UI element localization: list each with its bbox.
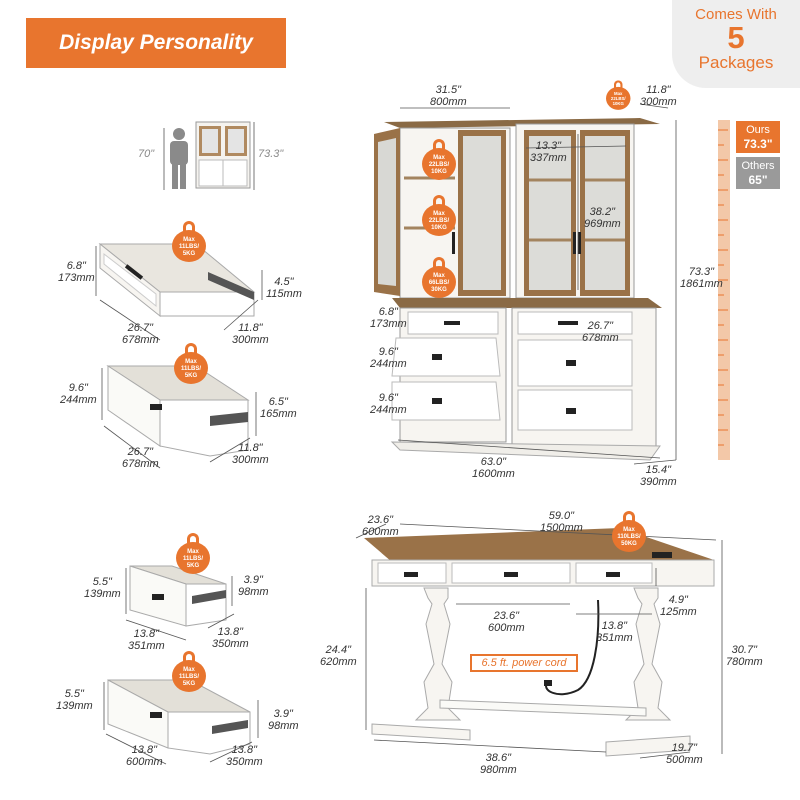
drawer-1-width-dim: 26.7"678mm — [122, 322, 159, 346]
others-value: 65" — [748, 173, 768, 187]
desk-side-drawer-dim: 13.8"351mm — [596, 620, 633, 644]
hutch-drawer-top-dim: 6.8"173mm — [370, 306, 407, 330]
drawer-1-depth-dim: 11.8"300mm — [232, 322, 269, 346]
ours-height-tag: Ours 73.3" — [736, 121, 780, 153]
display-personality-banner: Display Personality — [26, 18, 286, 68]
others-height-tag: Others 65" — [736, 157, 780, 189]
drawer-4-illustration — [107, 679, 251, 755]
packages-count: 5 — [727, 20, 745, 55]
drawer-2-width-dim: 26.7"678mm — [122, 446, 159, 470]
drawer-3-width-dim: 13.8"351mm — [128, 628, 165, 652]
hutch-depth-dim: 11.8"300mm — [640, 84, 677, 108]
drawer-4-width-dim: 13.8"600mm — [126, 744, 163, 768]
packages-line3: Packages — [698, 53, 774, 72]
drawer-3-depth-dim: 13.8"350mm — [212, 626, 249, 650]
desk-center-drawer-dim: 23.6"600mm — [488, 610, 525, 634]
hutch-drawer-width-dim: 26.7"678mm — [582, 320, 619, 344]
drawer-4-depth-dim: 13.8"350mm — [226, 744, 263, 768]
hutch-base-width-dim: 63.0"1600mm — [472, 456, 515, 480]
hutch-base-depth-dim: 15.4"390mm — [640, 464, 677, 488]
mini-cabinet-icon — [195, 121, 251, 189]
drawer-4-height-dim: 5.5"139mm — [56, 688, 93, 712]
desk-width-dim: 59.0"1500mm — [540, 510, 583, 534]
person-silhouette-icon — [170, 128, 188, 189]
hutch-total-height-dim: 73.3"1861mm — [680, 266, 723, 290]
desk-drawer-height-dim: 4.9"125mm — [660, 594, 697, 618]
drawer-2-depth-dim: 11.8"300mm — [232, 442, 269, 466]
drawer-3-side-dim: 3.9"98mm — [238, 574, 269, 598]
drawer-1-height-dim: 6.8"173mm — [58, 260, 95, 284]
packages-callout: Comes With 5 Packages — [672, 0, 800, 88]
others-label: Others — [741, 160, 775, 172]
packages-line1: Comes With — [695, 6, 777, 23]
ours-value: 73.3" — [743, 137, 773, 151]
hutch-door-height-dim: 38.2"969mm — [584, 206, 621, 230]
hutch-drawer-bottom-dim: 9.6"244mm — [370, 392, 407, 416]
hutch-width-dim: 31.5"800mm — [430, 84, 467, 108]
drawer-4-side-dim: 3.9"98mm — [268, 708, 299, 732]
drawer-2-height-dim: 9.6"244mm — [60, 382, 97, 406]
drawer-1-illustration — [98, 242, 256, 318]
desk-base-depth-dim: 19.7"500mm — [666, 742, 703, 766]
desk-illustration — [364, 528, 715, 757]
hutch-drawer-mid-dim: 9.6"244mm — [370, 346, 407, 370]
furniture-height-label: 73.3" — [258, 148, 284, 160]
drawer-2-side-dim: 6.5"165mm — [260, 396, 297, 420]
desk-base-width-dim: 38.6"980mm — [480, 752, 517, 776]
drawer-1-side-dim: 4.5"115mm — [266, 276, 302, 300]
ours-label: Ours — [746, 124, 770, 136]
hutch-cabinet — [374, 118, 662, 461]
drawer-3-height-dim: 5.5"139mm — [84, 576, 121, 600]
desk-depth-dim: 23.6"600mm — [362, 514, 399, 538]
person-height-label: 70" — [138, 148, 155, 160]
power-cord-callout: 6.5 ft. power cord — [470, 654, 578, 672]
drawer-2-illustration — [106, 365, 250, 457]
hutch-shelf-dim: 13.3"337mm — [530, 140, 567, 164]
drawer-3-illustration — [129, 565, 227, 627]
height-ruler — [718, 120, 730, 460]
desk-leg-height-dim: 24.4"620mm — [320, 644, 357, 668]
desk-total-height-dim: 30.7"780mm — [726, 644, 763, 668]
